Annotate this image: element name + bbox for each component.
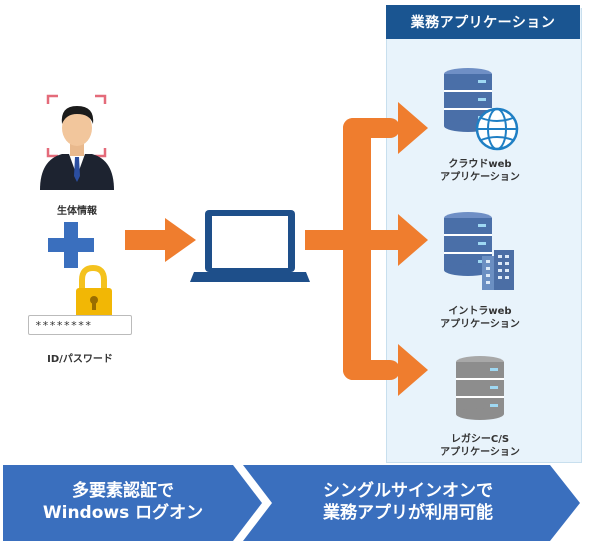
password-field-illustration: ******** [28,315,132,335]
banner-right-line1: シングルサインオンで [323,481,493,501]
biometric-label: 生体情報 [57,206,97,217]
app-label-line2: アプリケーション [440,447,520,458]
banner-right-chevron [243,465,580,541]
plus-icon [48,222,94,268]
app-label-line1: クラウドweb [448,159,512,170]
app-label-line2: アプリケーション [440,172,520,183]
app-label-intranet: イントラweb アプリケーション [420,305,540,331]
app-label-legacy: レガシーC/S アプリケーション [420,433,540,459]
password-mask: ******** [35,319,92,332]
password-label: ID/パスワード [47,354,113,365]
laptop-icon [190,210,310,282]
legacy-server-icon [456,356,504,420]
globe-icon [475,107,519,151]
app-label-line1: レガシーC/S [450,434,510,445]
app-label-line1: イントラweb [448,306,512,317]
banner-left-line1: 多要素認証で [72,481,174,501]
banner-left-line2: Windows ログオン [42,503,204,523]
banner-left-chevron [3,465,262,541]
arrow-to-laptop [125,218,196,262]
building-icon [482,250,514,290]
app-label-line2: アプリケーション [440,319,520,330]
face-scan-frame-icon [46,94,107,158]
banner-right-text: シングルサインオンで 業務アプリが利用可能 [268,480,548,524]
user-person-icon [40,106,114,190]
banner-right-line2: 業務アプリが利用可能 [323,503,493,523]
applications-panel-header: 業務アプリケーション [386,5,580,39]
banner-left-text: 多要素認証で Windows ログオン [3,480,243,524]
padlock-icon [76,264,112,318]
branching-arrow [305,102,428,396]
app-label-cloud: クラウドweb アプリケーション [420,158,540,184]
